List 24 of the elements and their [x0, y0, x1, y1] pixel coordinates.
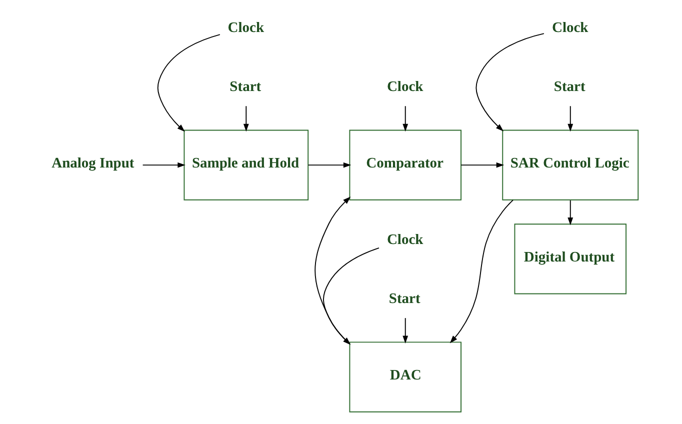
node-text: Clock [552, 20, 588, 36]
arrow [568, 200, 574, 226]
arrow [142, 162, 186, 168]
node-text: Start [554, 79, 586, 96]
node-box: Sample and Hold [184, 130, 309, 200]
node-text: Analog Input [52, 155, 134, 172]
arrow [402, 106, 408, 132]
node-text: Clock [386, 79, 424, 96]
arrow [450, 200, 514, 344]
arrow [460, 162, 504, 168]
arrow [402, 318, 408, 344]
node-text: Start [388, 290, 420, 307]
node-text: Start [230, 79, 262, 96]
arrow [157, 34, 220, 132]
arrow [243, 106, 249, 132]
node-box: Comparator [349, 130, 462, 200]
node-text: Clock [386, 232, 424, 248]
node-box: Digital Output [514, 224, 627, 294]
arrow [308, 162, 352, 168]
arrow [476, 33, 544, 132]
arrow [568, 106, 574, 132]
node-text: Clock [228, 20, 264, 36]
node-box: DAC [349, 342, 462, 412]
node-box: SAR Control Logic [502, 130, 639, 200]
